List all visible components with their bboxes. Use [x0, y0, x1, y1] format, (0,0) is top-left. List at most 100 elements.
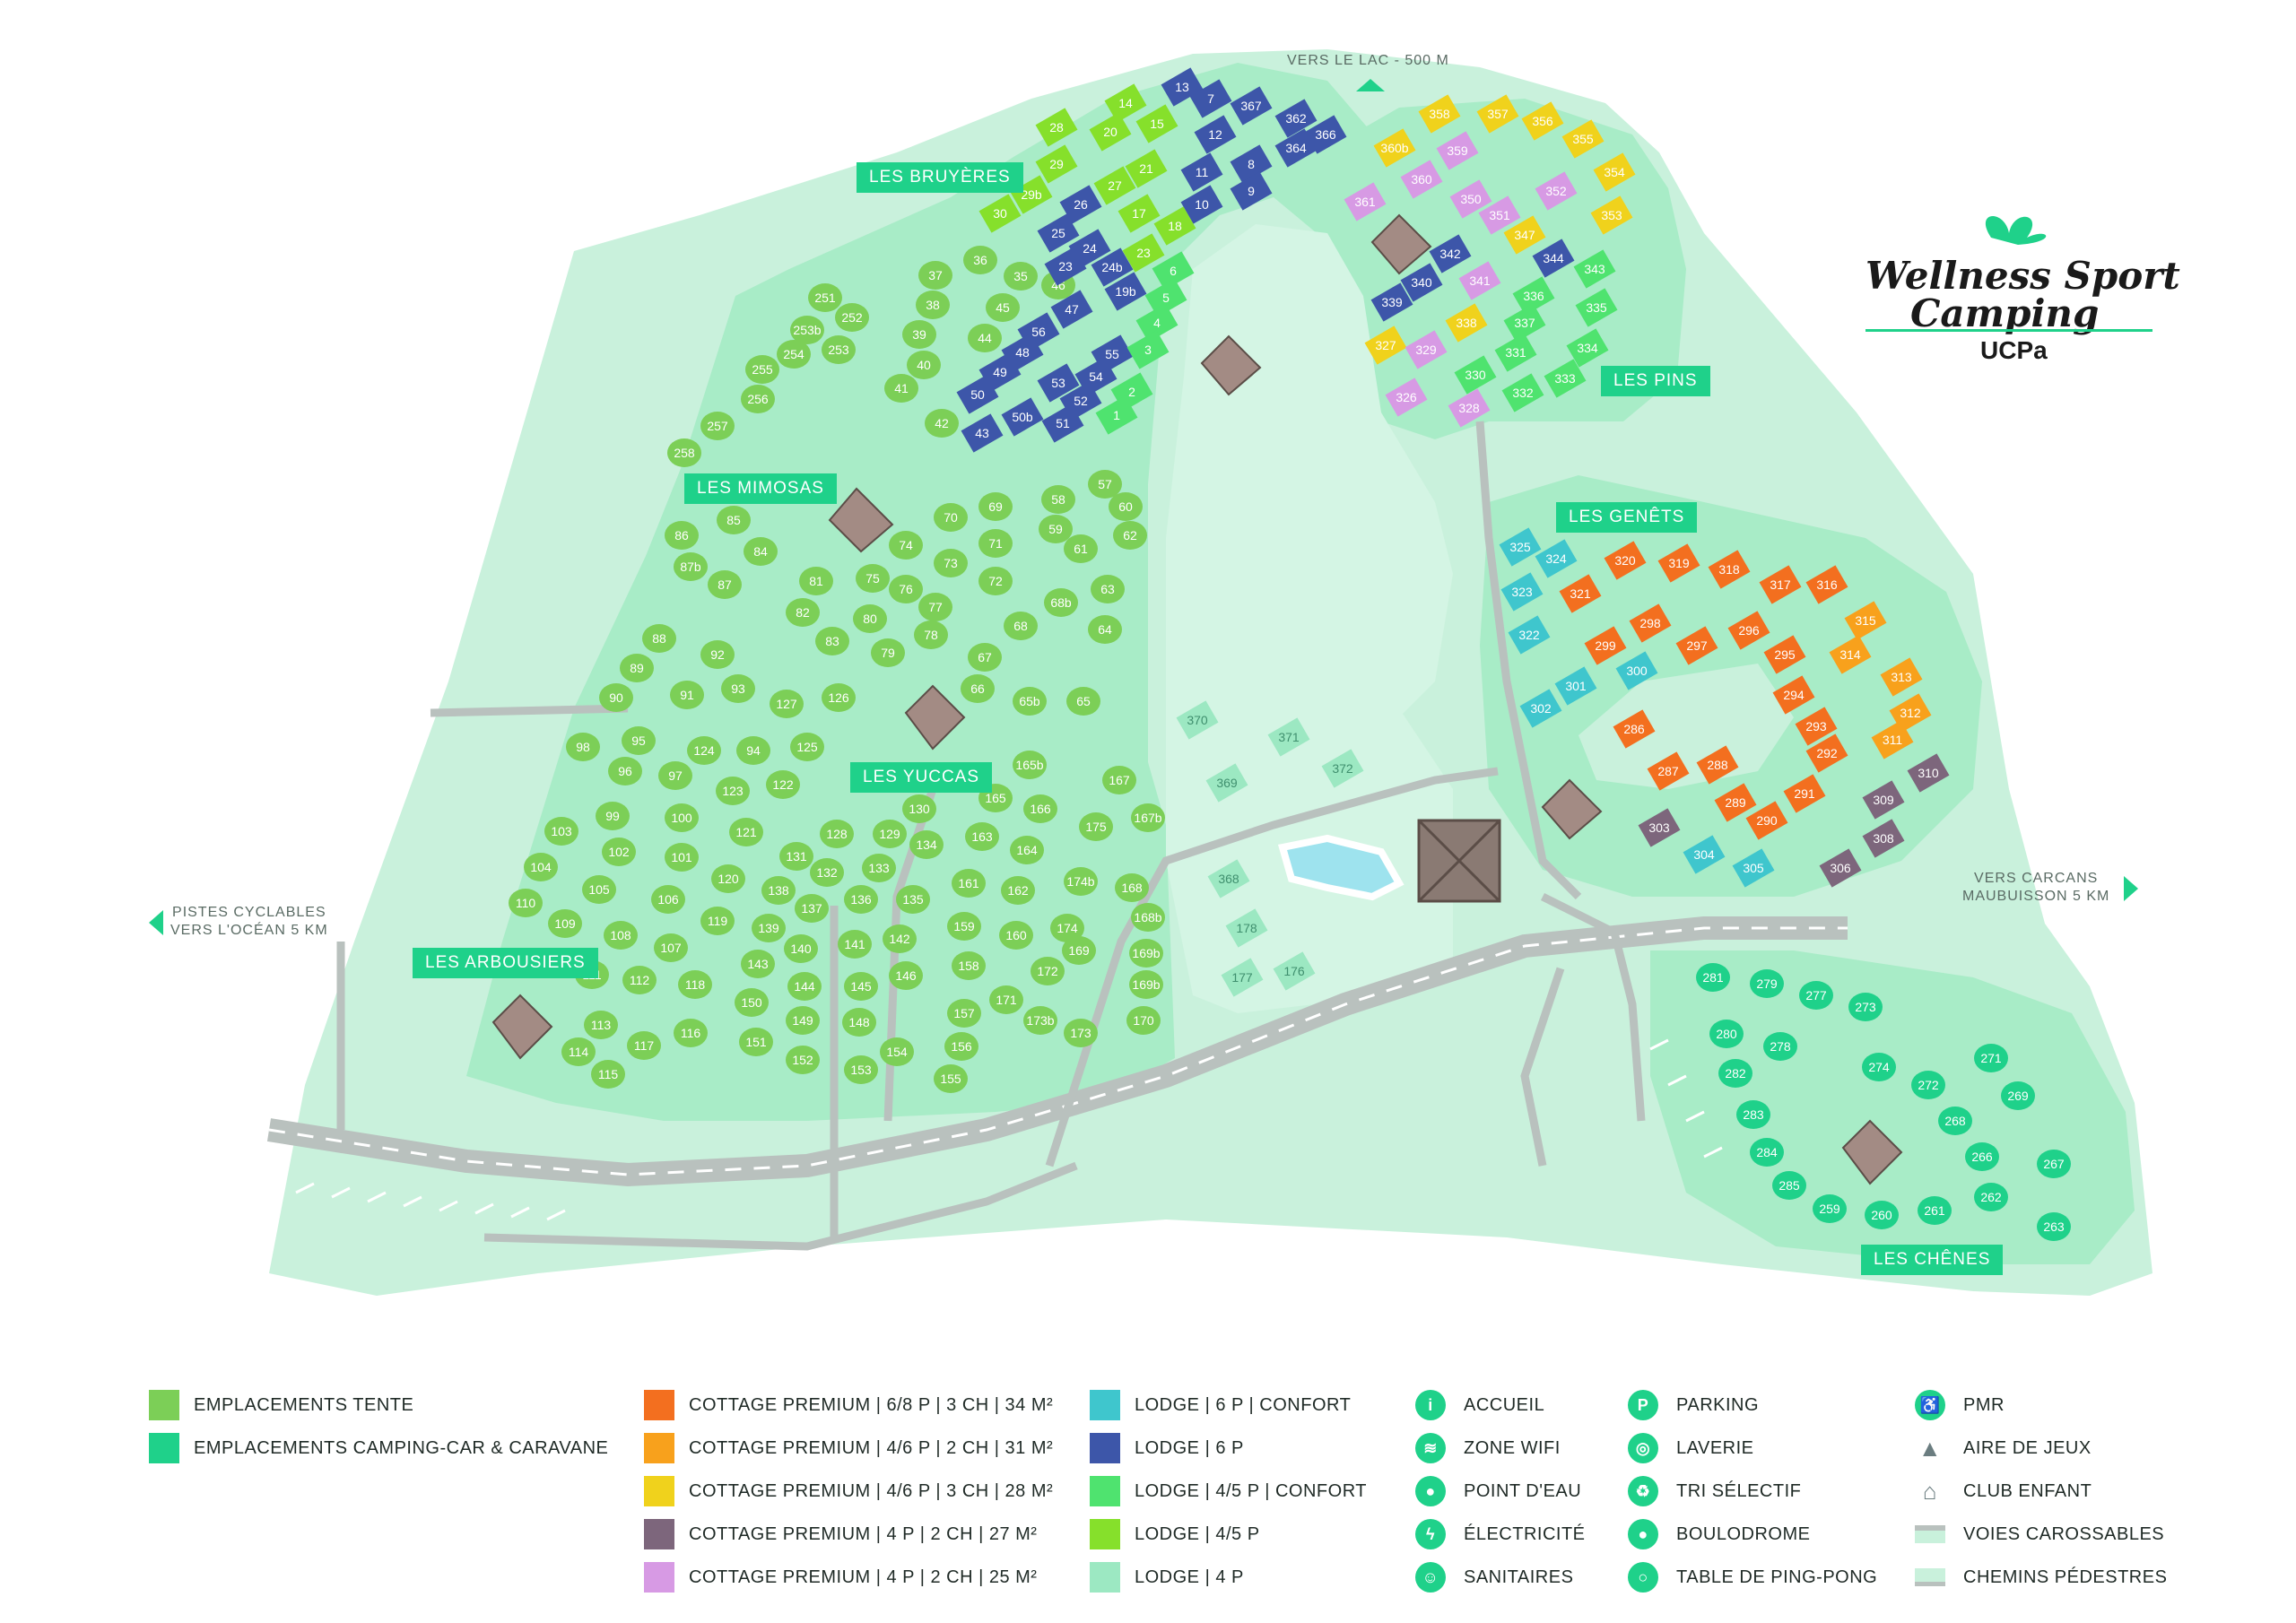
plot-campingcar-281 — [1696, 963, 1730, 992]
plot-number: 278 — [1770, 1039, 1791, 1054]
plot-cp46_28-338 — [1445, 303, 1488, 343]
plot-number: 106 — [657, 892, 679, 907]
plot-number: 35 — [1013, 269, 1028, 283]
plot-number: 354 — [1604, 165, 1625, 179]
plot-number: 296 — [1738, 623, 1760, 638]
plot-number: 130 — [909, 802, 930, 816]
plot-number: 285 — [1779, 1178, 1800, 1193]
plot-lodge45c-332 — [1501, 373, 1544, 412]
plot-number: 37 — [928, 268, 943, 282]
plot-number: 355 — [1572, 132, 1594, 146]
plot-tent-173 — [1064, 1019, 1098, 1047]
plot-campingcar-282 — [1718, 1059, 1752, 1088]
plot-number: 108 — [610, 928, 631, 942]
plot-tent-37 — [918, 261, 952, 290]
wifi-icon: ≋ — [1415, 1433, 1446, 1463]
plot-lodge45c-333 — [1544, 359, 1587, 398]
plot-number: 315 — [1855, 613, 1876, 628]
legend-item-campingcar: EMPLACEMENTS CAMPING-CAR & CARAVANE — [149, 1432, 608, 1464]
plot-tent-38 — [916, 291, 950, 319]
plot-tent-62 — [1113, 521, 1147, 550]
plot-number: 362 — [1285, 111, 1307, 126]
plot-number: 336 — [1523, 289, 1544, 303]
plot-number: 360 — [1411, 172, 1432, 187]
plot-lodge6-13 — [1161, 67, 1204, 107]
plot-tent-101 — [665, 843, 699, 872]
plot-tent-256 — [741, 385, 775, 413]
plot-tent-87 — [708, 570, 742, 599]
plot-cp4_25-341 — [1458, 261, 1501, 300]
plot-number: 310 — [1918, 766, 1939, 780]
arrow-right-icon — [2124, 876, 2138, 901]
plot-number: 59 — [1048, 522, 1063, 536]
plot-lodge6-53 — [1037, 363, 1080, 403]
footpath-icon — [1915, 1568, 1945, 1586]
plot-number: 94 — [746, 743, 761, 758]
plot-cp4_25-328 — [1448, 388, 1491, 428]
plot-number: 303 — [1648, 820, 1670, 835]
plot-campingcar-271 — [1974, 1044, 2008, 1072]
legend-item-lodge-6: LODGE | 6 P — [1090, 1432, 1244, 1464]
plot-number: 332 — [1512, 386, 1534, 400]
plot-tent-88 — [642, 624, 676, 653]
plot-tent-144 — [787, 972, 822, 1001]
plot-lodge6-25 — [1037, 213, 1080, 253]
plot-number: 65b — [1019, 694, 1040, 708]
plot-number: 284 — [1756, 1145, 1778, 1159]
legend-item-cottage-46-31: COTTAGE PREMIUM | 4/6 P | 2 CH | 31 M² — [644, 1432, 1053, 1464]
plot-number: 28 — [1049, 120, 1064, 135]
legend-item-wifi: ≋ZONE WIFI — [1415, 1432, 1561, 1464]
plot-number: 133 — [868, 861, 890, 875]
plot-cp4_27-310 — [1907, 753, 1950, 793]
plot-tent-40 — [907, 351, 941, 379]
plot-tent-91 — [670, 681, 704, 709]
plot-tent-68b — [1044, 588, 1078, 617]
plot-number: 145 — [850, 979, 872, 994]
plot-number: 347 — [1514, 228, 1535, 242]
legend-item-tent: EMPLACEMENTS TENTE — [149, 1389, 413, 1421]
plot-tent-252 — [835, 303, 869, 332]
plot-number: 107 — [660, 941, 682, 955]
plot-cp4_25-359 — [1436, 131, 1479, 170]
plot-tent-104 — [524, 853, 558, 881]
plot-number: 295 — [1774, 647, 1796, 662]
plot-number: 300 — [1626, 664, 1648, 678]
plot-number: 39 — [912, 327, 926, 342]
campsite-map: 251252253b253254255256257258373638394041… — [266, 49, 2152, 1296]
plot-lodge45c-336 — [1512, 276, 1555, 316]
palm-leaf-icon — [1985, 216, 2047, 245]
plot-number: 173b — [1026, 1013, 1054, 1028]
plot-number: 306 — [1830, 861, 1851, 875]
plot-tent-135 — [896, 885, 930, 914]
plot-number: 156 — [951, 1039, 972, 1054]
plot-number: 119 — [708, 914, 728, 928]
plot-number: 88 — [652, 631, 666, 646]
plot-number: 367 — [1240, 99, 1262, 113]
direction-lake-label: VERS LE LAC - 500 M — [1287, 53, 1449, 68]
plot-cp46_31-315 — [1844, 601, 1887, 640]
plot-cp68-287 — [1647, 751, 1690, 791]
plot-number: 9 — [1248, 184, 1255, 198]
plot-cp68-298 — [1629, 603, 1672, 643]
plot-number: 123 — [722, 784, 744, 798]
plot-tent-145 — [844, 972, 878, 1001]
plot-tent-77 — [918, 593, 952, 621]
plot-lodge4-177 — [1221, 958, 1264, 997]
plot-number: 83 — [825, 634, 839, 648]
swatch-campingcar — [149, 1433, 179, 1463]
plot-number: 168b — [1134, 910, 1161, 924]
plot-number: 366 — [1315, 127, 1336, 142]
info-icon: i — [1415, 1390, 1446, 1420]
plot-number: 79 — [881, 646, 895, 660]
plot-tent-138 — [761, 876, 796, 905]
plot-lodge45c-4 — [1135, 303, 1178, 343]
plot-number: 353 — [1601, 208, 1622, 222]
plot-tent-65b — [1013, 687, 1047, 716]
plot-tent-73 — [934, 549, 968, 577]
plot-number: 102 — [608, 845, 630, 859]
plot-number: 159 — [953, 919, 975, 933]
plot-number: 47 — [1065, 302, 1079, 317]
plot-number: 372 — [1332, 761, 1353, 776]
plot-number: 5 — [1162, 291, 1170, 305]
zone-label-genets: LES GENÊTS — [1556, 502, 1698, 533]
